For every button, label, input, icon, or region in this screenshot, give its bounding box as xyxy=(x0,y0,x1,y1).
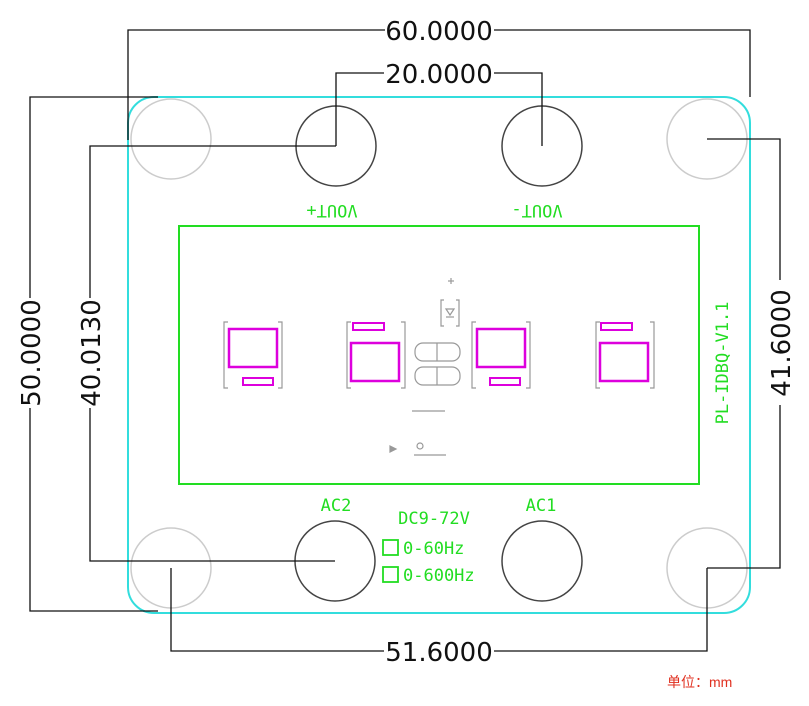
dim-right-height: 41.6000 xyxy=(767,289,797,397)
dim-top-outer: 60.0000 xyxy=(385,17,493,47)
pad-group-3 xyxy=(471,321,531,389)
label-vout-minus: VOUT- xyxy=(511,200,562,220)
unit-note: 单位：mm xyxy=(667,674,732,690)
label-ac1: AC1 xyxy=(526,496,557,516)
dimension-lines xyxy=(29,29,781,652)
terminal-ac1 xyxy=(501,520,583,602)
dim-left-outer: 50.0000 xyxy=(17,299,47,407)
pad-group-2 xyxy=(346,321,406,389)
pad-group-1 xyxy=(223,321,283,389)
pad-group-4 xyxy=(595,321,655,389)
dim-left-inner: 40.0130 xyxy=(77,299,107,407)
center-components xyxy=(389,278,461,456)
dim-bottom-width: 51.6000 xyxy=(385,638,493,668)
mounting-hole-top-left xyxy=(130,98,212,180)
checkbox-60hz xyxy=(382,539,399,556)
dim-top-inner: 20.0000 xyxy=(385,60,493,90)
label-vout-plus: VOUT+ xyxy=(306,200,357,220)
label-freq-60hz: 0-60Hz xyxy=(403,539,464,559)
label-ac2: AC2 xyxy=(321,496,352,516)
label-dc-range: DC9-72V xyxy=(398,509,470,529)
label-freq-600hz: 0-600Hz xyxy=(403,566,475,586)
component-area xyxy=(178,225,700,485)
board-outline xyxy=(127,96,751,614)
checkbox-600hz xyxy=(382,566,399,583)
board-id-label: PL-IDBQ-V1.1 xyxy=(713,302,733,425)
